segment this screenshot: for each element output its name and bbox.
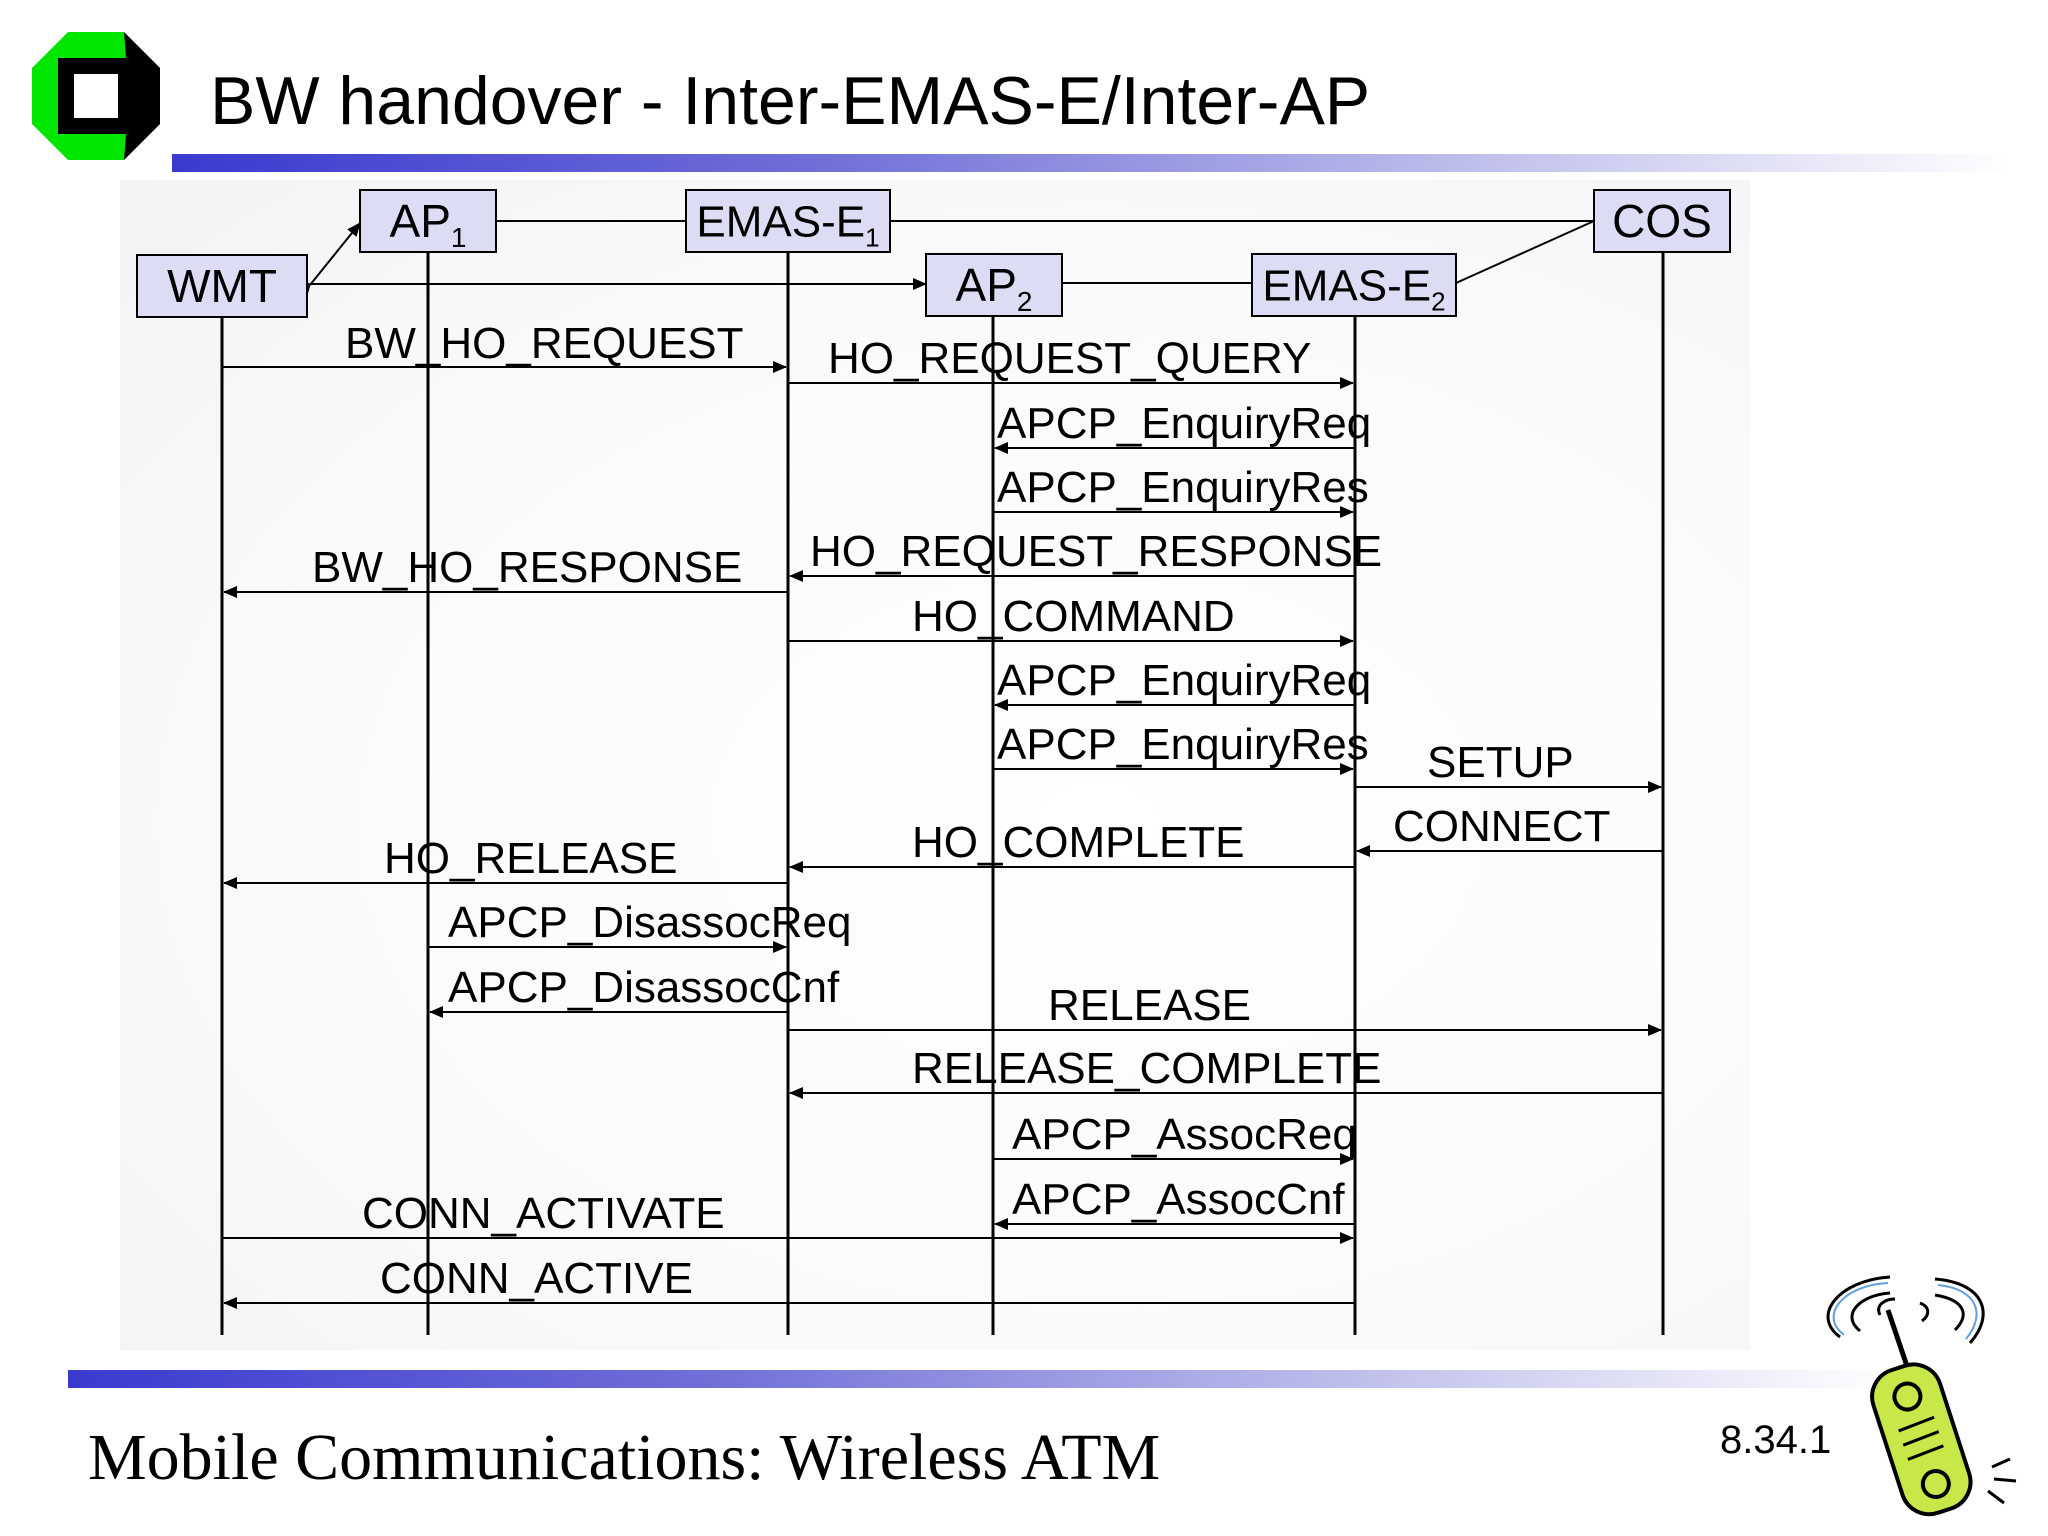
message-8: APCP_EnquiryReq (994, 656, 1371, 711)
entity-cos: COS (1593, 189, 1731, 253)
message-label: BW_HO_REQUEST (345, 319, 744, 368)
entity-label-text: WMT (167, 260, 277, 312)
entity-label-subscript: 2 (1431, 286, 1445, 316)
message-label: APCP_DisassocReq (448, 898, 852, 947)
message-label: APCP_EnquiryRes (997, 463, 1369, 512)
entity-box (925, 253, 1063, 317)
entity-label: EMAS-E1 (696, 197, 879, 252)
entity-box (1593, 189, 1731, 253)
message-14: APCP_DisassocReq (428, 898, 852, 953)
footer-bar (68, 1370, 1888, 1388)
message-label: CONN_ACTIVE (380, 1254, 693, 1303)
entity-label-subscript: 1 (451, 222, 467, 253)
message-label: CONN_ACTIVATE (362, 1189, 725, 1238)
message-4: APCP_EnquiryRes (993, 463, 1369, 518)
message-5: HO_REQUEST_RESPONSE (789, 527, 1382, 582)
entity-label: EMAS-E2 (1262, 261, 1445, 316)
message-label: CONNECT (1393, 802, 1611, 851)
message-label: APCP_AssocCnf (1012, 1175, 1345, 1224)
message-label: APCP_EnquiryRes (997, 720, 1369, 769)
message-label: HO_REQUEST_RESPONSE (810, 527, 1382, 576)
footer-title: Mobile Communications: Wireless ATM (88, 1421, 1161, 1494)
message-19: APCP_AssocCnf (994, 1175, 1355, 1230)
entity-emas1: EMAS-E1 (685, 189, 891, 253)
message-9: APCP_EnquiryRes (993, 720, 1369, 775)
message-label: HO_COMMAND (912, 592, 1235, 641)
message-label: RELEASE_COMPLETE (912, 1044, 1382, 1093)
message-label: APCP_DisassocCnf (448, 963, 840, 1012)
entity-label-text: AP (390, 195, 451, 247)
message-3: APCP_EnquiryReq (994, 399, 1371, 454)
entity-ap1: AP1 (359, 189, 497, 253)
message-18: APCP_AssocReq (993, 1110, 1357, 1165)
message-2: HO_REQUEST_QUERY (788, 334, 1354, 389)
message-6: BW_HO_RESPONSE (223, 543, 788, 598)
message-label: APCP_EnquiryReq (997, 399, 1371, 448)
entity-box (1251, 253, 1457, 317)
entity-label: WMT (167, 260, 277, 312)
message-7: HO_COMMAND (788, 592, 1354, 647)
message-20: CONN_ACTIVATE (222, 1189, 1354, 1244)
message-11: CONNECT (1356, 802, 1663, 857)
link-emas2-cos (1455, 220, 1595, 284)
entity-label: AP2 (956, 259, 1033, 317)
university-logo-icon (32, 32, 160, 160)
message-label: HO_COMPLETE (912, 818, 1245, 867)
entity-label-text: EMAS-E (1262, 261, 1431, 310)
message-21: CONN_ACTIVE (223, 1254, 1355, 1309)
message-1: BW_HO_REQUEST (222, 319, 787, 373)
page-title: BW handover - Inter-EMAS-E/Inter-AP (210, 63, 1371, 139)
entity-box (685, 189, 891, 253)
wireless-phone-icon (1826, 1275, 2017, 1517)
message-17: RELEASE_COMPLETE (789, 1044, 1663, 1099)
message-label: APCP_EnquiryReq (997, 656, 1371, 705)
entity-label-text: EMAS-E (696, 197, 865, 246)
entity-label-subscript: 2 (1017, 286, 1033, 317)
message-10: SETUP (1355, 738, 1662, 793)
entity-ap2: AP2 (925, 253, 1063, 317)
entity-box (359, 189, 497, 253)
entity-emas2: EMAS-E2 (1251, 253, 1457, 317)
entity-label-text: COS (1612, 195, 1712, 247)
message-16: RELEASE (788, 981, 1662, 1036)
entity-wmt: WMT (136, 254, 308, 318)
entity-label: COS (1612, 195, 1712, 247)
message-label: SETUP (1427, 738, 1574, 787)
message-12: HO_COMPLETE (789, 818, 1355, 873)
link-wmt-ap1 (297, 222, 361, 299)
diagram-background (120, 180, 1750, 1350)
message-label: APCP_AssocReq (1012, 1110, 1357, 1159)
message-15: APCP_DisassocCnf (429, 963, 840, 1018)
title-underline-bar (172, 154, 2012, 172)
slide-number: 8.34.1 (1720, 1418, 1832, 1462)
entity-label-subscript: 1 (865, 222, 879, 252)
entity-label: AP1 (390, 195, 467, 253)
entity-box (136, 254, 308, 318)
message-label: HO_REQUEST_QUERY (828, 334, 1311, 383)
message-13: HO_RELEASE (223, 834, 788, 889)
message-label: RELEASE (1048, 981, 1251, 1030)
message-label: HO_RELEASE (384, 834, 677, 883)
entity-label-text: AP (956, 259, 1017, 311)
message-label: BW_HO_RESPONSE (312, 543, 742, 592)
